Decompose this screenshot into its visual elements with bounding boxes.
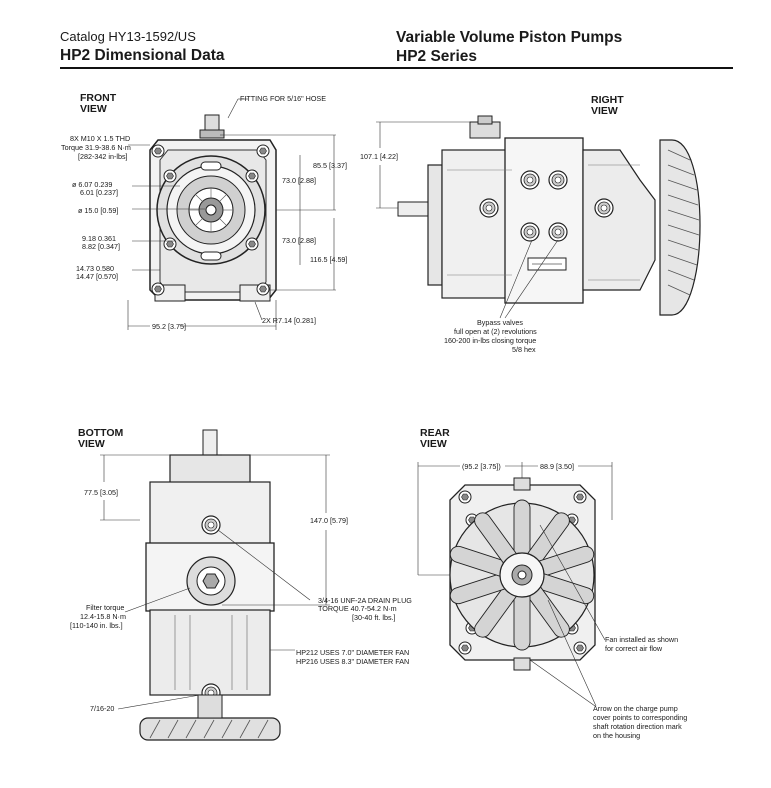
- right-bypass-label-4: 5/8 hex: [512, 345, 536, 354]
- bottom-pump-drawing: [139, 429, 281, 741]
- bottom-dimension-lines: [100, 454, 330, 710]
- front-dim3-label-2: 8.82 [0.347]: [82, 242, 120, 251]
- front-h1-label: 85.5 [3.37]: [313, 161, 347, 170]
- rear-dim2-label: 88.9 [3.50]: [540, 462, 574, 471]
- right-bypass-label-2: full open at (2) revolutions: [454, 327, 537, 336]
- section-title: HP2 Dimensional Data: [60, 47, 225, 64]
- right-bypass-label-3: 160-200 in-lbs closing torque: [444, 336, 536, 345]
- front-bolt-label-2: Torque 31.9-38.6 N·m: [61, 143, 131, 152]
- front-fitting-label: FITTING FOR 5/16" HOSE: [240, 94, 326, 103]
- front-view-title-1: FRONT: [80, 92, 117, 104]
- front-h2-label: 73.0 [2.88]: [282, 176, 316, 185]
- right-view-title-1: RIGHT: [591, 94, 624, 106]
- bottom-fan-label-2: HP216 USES 8.3" DIAMETER FAN: [296, 657, 409, 666]
- header-rule: [60, 67, 733, 69]
- front-dim4-label-2: 14.47 [0.570]: [76, 272, 118, 281]
- bottom-drain-label-1: 3/4-16 UNF-2A DRAIN PLUG: [318, 596, 412, 605]
- front-radius-label: 2X R7.14 [0.281]: [262, 316, 316, 325]
- rear-arrow-note-2: cover points to corresponding: [593, 713, 687, 722]
- rear-pump-drawing: [449, 477, 596, 671]
- product-title: Variable Volume Piston Pumps HP2 Series: [396, 28, 622, 66]
- rear-dimension-lines: [417, 462, 613, 707]
- bottom-view-title-2: VIEW: [78, 438, 105, 450]
- rear-view-title-2: VIEW: [420, 438, 447, 450]
- bottom-view-title-1: BOTTOM: [78, 427, 124, 439]
- bottom-filter-label-2: 12.4-15.8 N·m: [80, 612, 126, 621]
- front-dim4-label-1: 14.73 0.580: [76, 264, 114, 273]
- front-pump-drawing: [149, 114, 277, 302]
- bottom-thread-label: 7/16-20: [90, 704, 114, 713]
- rear-fan-note-1: Fan installed as shown: [605, 635, 678, 644]
- bottom-view: BOTTOM VIEW: [70, 427, 412, 741]
- bottom-fan-label-1: HP212 USES 7.0" DIAMETER FAN: [296, 648, 409, 657]
- right-dimension-lines: [376, 121, 559, 319]
- rear-arrow-note-1: Arrow on the charge pump: [593, 704, 678, 713]
- catalog-number: Catalog HY13-1592/US: [60, 29, 196, 44]
- front-dim3-label-1: 9.18 0.361: [82, 234, 116, 243]
- right-height-label: 107.1 [4.22]: [360, 152, 398, 161]
- product-title-line2: HP2 Series: [396, 48, 477, 65]
- rear-view: REAR VIEW: [417, 427, 687, 740]
- front-view: FRONT VIEW: [61, 92, 347, 331]
- rear-arrow-note-4: on the housing: [593, 731, 640, 740]
- front-width-label: 95.2 [3.75]: [152, 322, 186, 331]
- front-h4-label: 116.5 [4.59]: [310, 255, 347, 264]
- bottom-drain-label-2: TORQUE 40.7-54.2 N·m: [318, 604, 397, 613]
- bottom-dim2-label: 147.0 [5.79]: [310, 516, 348, 525]
- rear-view-title-1: REAR: [420, 427, 450, 439]
- product-title-line1: Variable Volume Piston Pumps: [396, 29, 623, 46]
- front-bolt-label-3: [282-342 in-lbs]: [78, 152, 128, 161]
- front-bolt-label-1: 8X M10 X 1.5 THD: [70, 134, 130, 143]
- right-view: RIGHT VIEW: [360, 94, 701, 354]
- front-h3-label: 73.0 [2.88]: [282, 236, 316, 245]
- bottom-filter-label-3: [110-140 in. lbs.]: [70, 621, 123, 630]
- bottom-dim1-label: 77.5 [3.05]: [84, 488, 118, 497]
- front-dimension-lines: [127, 98, 336, 330]
- front-dia2-label: ø 15.0 [0.59]: [78, 206, 118, 215]
- rear-arrow-note-3: shaft rotation direction mark: [593, 722, 682, 731]
- rear-fan-note-2: for correct air flow: [605, 644, 663, 653]
- right-pump-drawing: [397, 115, 701, 316]
- right-view-title-2: VIEW: [591, 105, 618, 117]
- right-bypass-label-1: Bypass valves: [477, 318, 523, 327]
- front-dia1-label-2: 6.01 [0.237]: [80, 188, 118, 197]
- rear-dim1-label: (95.2 [3.75]): [462, 462, 501, 471]
- front-view-title-2: VIEW: [80, 103, 107, 115]
- front-dia1-label-1: ø 6.07 0.239: [72, 180, 112, 189]
- bottom-filter-label-1: Filter torque: [86, 603, 124, 612]
- bottom-drain-label-3: [30-40 ft. lbs.]: [352, 613, 396, 622]
